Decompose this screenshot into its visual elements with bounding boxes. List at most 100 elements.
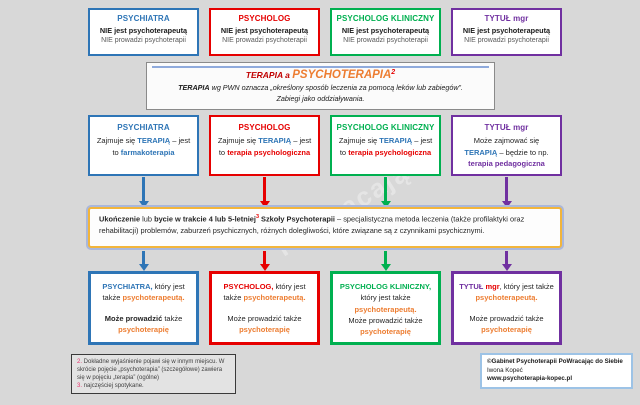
seg: – jest to xyxy=(339,136,433,157)
body-line2: Zabiegi jako oddziaływania. xyxy=(276,93,365,103)
orange-term: psychoterapię xyxy=(239,324,290,334)
spacer xyxy=(94,304,193,313)
seg: który jest także xyxy=(360,293,411,303)
orange-term: psychoterapeutą. xyxy=(122,293,185,303)
seg-bold: Ukończenie xyxy=(99,214,141,224)
footnote-text: Dokładne wyjaśnienie pojawi się w innym … xyxy=(77,359,225,382)
footnote-number: 2. xyxy=(77,359,83,365)
card-title: TYTUŁ mgr xyxy=(484,123,529,132)
psychotherapy-school-box: Ukończenie lub bycie w trakcie 4 lub 5-l… xyxy=(88,207,562,248)
card-tytul-mgr-terapia: TYTUŁ mgr Może zajmować się TERAPIĄ – bę… xyxy=(451,115,562,176)
credit-author: Iwona Kopeć xyxy=(487,366,523,374)
card-line1: NIE jest psychoterapeutą xyxy=(462,26,551,35)
seg: lub xyxy=(140,214,155,224)
card-line1: NIE jest psychoterapeutą xyxy=(220,26,309,35)
terapia-body: TERAPIA wg PWN oznacza „określony sposób… xyxy=(147,83,494,105)
highlight-term: terapia psychologiczna xyxy=(348,147,432,157)
card-line2: NIE prowadzi psychoterapii xyxy=(222,37,307,44)
card-psychiatra-not: PSYCHIATRA NIE jest psychoterapeutą NIE … xyxy=(88,8,199,56)
card-line: Może prowadzić także xyxy=(336,315,435,326)
seg: – specjalistyczna metoda leczenia (także… xyxy=(99,214,525,236)
orange-term: psychoterapeutą. xyxy=(243,293,306,303)
row-psychotherapist-roles: PSYCHIATRA, który jest także psychoterap… xyxy=(88,271,562,345)
card-psychiatra-terapia: PSYCHIATRA Zajmuje się TERAPIĄ – jest to… xyxy=(88,115,199,176)
seg: – jest to xyxy=(112,136,191,157)
seg: który jest także xyxy=(102,282,185,303)
orange-term: psychoterapeutą. xyxy=(475,293,538,303)
terapia-definition-box: TERAPIA a PSYCHOTERAPIA2 TERAPIA wg PWN … xyxy=(146,62,495,110)
seg: – jest to xyxy=(218,136,312,157)
card-line: Może prowadzić także xyxy=(457,313,556,324)
seg: Może prowadzić także xyxy=(227,313,302,323)
highlight-term: terapia psychologiczna xyxy=(227,147,311,157)
orange-term: psychoterapię xyxy=(118,324,169,334)
seg: – będzie to np. xyxy=(497,147,549,157)
seg: także xyxy=(162,313,183,323)
seg: Zajmuje się xyxy=(338,136,380,145)
card-line: Może prowadzić także xyxy=(215,313,314,324)
card-title: PSYCHIATRA xyxy=(117,14,170,23)
card-psycholog-kliniczny-not: PSYCHOLOG KLINICZNY NIE jest psychoterap… xyxy=(330,8,441,56)
footnote-2: 2. Dokładne wyjaśnienie pojawi się w inn… xyxy=(77,358,230,382)
seg: Może prowadzić także xyxy=(348,315,423,325)
term-terapia: TERAPIĄ xyxy=(137,136,171,145)
card-line: Może prowadzić także xyxy=(94,313,193,324)
orange-term: psychoterapię xyxy=(481,324,532,334)
card-line2: NIE prowadzi psychoterapii xyxy=(101,37,186,44)
card-line: PSYCHOLOG, który jest także psychoterape… xyxy=(215,281,314,304)
card-line: TYTUŁ mgr, który jest także psychoterape… xyxy=(457,281,556,304)
term-terapia: TERAPIĄ xyxy=(258,136,292,145)
footnote-text: najczęściej spotykane. xyxy=(82,383,144,390)
card-title: PSYCHIATRA xyxy=(117,123,170,132)
card-title-suffix: mgr xyxy=(485,282,500,291)
card-body: Zajmuje się TERAPIĄ – jest to farmakoter… xyxy=(93,135,194,158)
card-psycholog-not: PSYCHOLOG NIE jest psychoterapeutą NIE p… xyxy=(209,8,320,56)
card-line1: NIE jest psychoterapeutą xyxy=(99,26,188,35)
card-psycholog-kliniczny-terapia: PSYCHOLOG KLINICZNY Zajmuje się TERAPIĄ … xyxy=(330,115,441,176)
row-terapia-roles: PSYCHIATRA Zajmuje się TERAPIĄ – jest to… xyxy=(88,115,562,176)
seg: Zajmuje się xyxy=(96,136,138,145)
seg: Zajmuje się xyxy=(217,136,259,145)
card-title: PSYCHOLOG KLINICZNY, xyxy=(339,282,432,291)
row-not-psychotherapist: PSYCHIATRA NIE jest psychoterapeutą NIE … xyxy=(88,8,562,56)
spacer xyxy=(215,304,314,313)
footnote-3: 3. najczęściej spotykane. xyxy=(77,382,230,390)
card-line2: NIE prowadzi psychoterapii xyxy=(343,37,428,44)
card-title: TYTUŁ mgr xyxy=(484,14,529,23)
decorative-rule xyxy=(152,66,489,68)
credit-practice-name: ©Gabinet Psychoterapii PoWracając do Sie… xyxy=(487,358,623,365)
credit-box: ©Gabinet Psychoterapii PoWracając do Sie… xyxy=(480,353,633,390)
seg: Może prowadzić także xyxy=(469,313,544,323)
card-title: PSYCHOLOG xyxy=(238,123,291,132)
card-tytul-mgr-not: TYTUŁ mgr NIE jest psychoterapeutą NIE p… xyxy=(451,8,562,56)
card-psycholog-terapia: PSYCHOLOG Zajmuje się TERAPIĄ – jest to … xyxy=(209,115,320,176)
body-bold: TERAPIA xyxy=(178,83,210,92)
title-prefix: TERAPIA a xyxy=(245,70,293,80)
card-title: PSYCHOLOG KLINICZNY xyxy=(336,123,435,132)
highlight-term: terapia pedagogiczna xyxy=(468,159,545,169)
card-psycholog-psychoterapeuta: PSYCHOLOG, który jest także psychoterape… xyxy=(209,271,320,345)
term-terapia: TERAPIĄ xyxy=(379,136,413,145)
body-rest: wg PWN oznacza „określony sposób leczeni… xyxy=(209,83,463,92)
card-title: PSYCHIATRA, xyxy=(102,282,153,291)
term-terapia: TERAPIĄ xyxy=(464,147,498,157)
seg-bold: bycie w trakcie 4 lub 5-letniej xyxy=(154,214,256,224)
seg: Może zajmować się xyxy=(473,136,540,145)
card-psycholog-kliniczny-psychoterapeuta: PSYCHOLOG KLINICZNY, który jest także ps… xyxy=(330,271,441,345)
card-line2: NIE prowadzi psychoterapii xyxy=(464,37,549,44)
card-title: PSYCHOLOG KLINICZNY xyxy=(336,14,435,23)
card-line: PSYCHIATRA, który jest także psychoterap… xyxy=(94,281,193,304)
terapia-title: TERAPIA a PSYCHOTERAPIA2 xyxy=(147,69,494,81)
card-body: Może zajmować się TERAPIĄ – będzie to np… xyxy=(456,135,557,170)
title-main: PSYCHOTERAPIA xyxy=(292,69,392,81)
orange-term: psychoterapię xyxy=(360,327,411,336)
footnote-number: 3. xyxy=(77,383,83,390)
footnote-marker-3: 3 xyxy=(255,214,259,220)
seg: , który jest także xyxy=(499,282,554,291)
credit-website: www.psychoterapia-kopec.pl xyxy=(487,375,573,383)
card-title: TYTUŁ xyxy=(459,282,486,291)
seg: który jest także xyxy=(223,282,306,303)
card-line1: NIE jest psychoterapeutą xyxy=(341,26,430,35)
card-title: PSYCHOLOG xyxy=(238,14,291,23)
